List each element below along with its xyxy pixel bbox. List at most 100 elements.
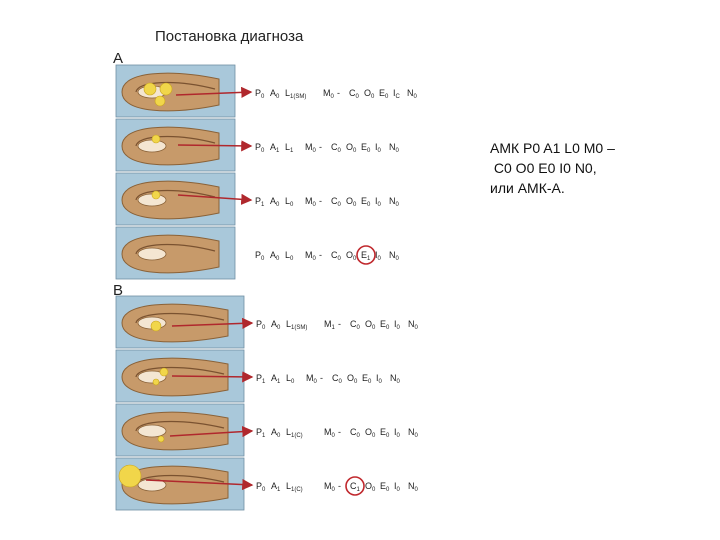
code-1-3-1: A1 <box>271 481 281 493</box>
code-0-3-1: A0 <box>270 250 280 262</box>
code-1-2-0: P1 <box>256 427 266 439</box>
code-0-2-7: E0 <box>361 196 371 208</box>
code-1-0-8: I0 <box>394 319 401 331</box>
code-0-1-1: A1 <box>270 142 280 154</box>
code-1-1-3: M0 <box>306 373 318 385</box>
code-0-1-3: M0 <box>305 142 317 154</box>
code-1-1-2: L0 <box>286 373 295 385</box>
lesion-0-2-0 <box>151 190 161 200</box>
code-0-3-9: N0 <box>389 250 400 262</box>
code-0-3-5: C0 <box>331 250 342 262</box>
code-1-1-0: P1 <box>256 373 266 385</box>
code-0-3-6: O0 <box>346 250 357 262</box>
code-0-0-6: O0 <box>364 88 375 100</box>
lesion-1-3-0 <box>118 464 142 488</box>
code-1-3-0: P0 <box>256 481 266 493</box>
code-1-0-7: E0 <box>380 319 390 331</box>
code-0-3-3: M0 <box>305 250 317 262</box>
code-0-1-7: E0 <box>361 142 371 154</box>
code-1-2-4: - <box>338 427 341 437</box>
code-0-0-5: C0 <box>349 88 360 100</box>
tissue-layer-1-2 <box>135 420 225 432</box>
circle-marker-1-3 <box>345 476 365 496</box>
note-line-3: или АМК-А. <box>490 180 565 196</box>
lesion-1-0-0 <box>150 320 162 332</box>
code-1-3-6: O0 <box>365 481 376 493</box>
code-0-3-2: L0 <box>285 250 294 262</box>
code-0-2-1: A0 <box>270 196 280 208</box>
code-0-1-0: P0 <box>255 142 265 154</box>
lesion-0-0-0 <box>143 82 157 96</box>
tissue-layer-1-1 <box>135 366 225 378</box>
arrow-0-2 <box>177 193 253 205</box>
tissue-1-2 <box>121 411 229 451</box>
arrow-1-0 <box>171 317 254 329</box>
code-0-0-3: M0 <box>323 88 335 100</box>
tissue-1-0 <box>121 303 229 343</box>
code-1-0-0: P0 <box>256 319 266 331</box>
lesion-0-1-0 <box>151 134 161 144</box>
code-1-2-6: O0 <box>365 427 376 439</box>
tissue-layer-0-0 <box>135 81 216 93</box>
tissue-layer-0-2 <box>135 189 216 201</box>
code-0-2-3: M0 <box>305 196 317 208</box>
code-0-2-5: C0 <box>331 196 342 208</box>
code-1-3-3: M0 <box>324 481 336 493</box>
lumen-1-1 <box>137 370 167 384</box>
code-1-0-3: M1 <box>324 319 336 331</box>
tissue-0-3 <box>121 234 220 274</box>
code-1-1-6: O0 <box>347 373 358 385</box>
code-0-2-9: N0 <box>389 196 400 208</box>
code-0-3-4: - <box>319 250 322 260</box>
arrow-1-3 <box>145 478 254 491</box>
code-1-3-7: E0 <box>380 481 390 493</box>
page-title: Постановка диагноза <box>155 28 304 45</box>
code-0-1-2: L1 <box>285 142 294 154</box>
lumen-1-2 <box>137 424 167 438</box>
arrow-1-2 <box>169 426 254 438</box>
arrow-0-0 <box>175 86 253 98</box>
code-1-3-4: - <box>338 481 341 491</box>
code-1-2-3: M0 <box>324 427 336 439</box>
code-0-0-0: P0 <box>255 88 265 100</box>
code-0-0-2: L1(SM) <box>285 88 306 100</box>
code-0-1-8: I0 <box>375 142 382 154</box>
code-1-3-5: C1 <box>350 481 361 493</box>
code-0-0-7: E0 <box>379 88 389 100</box>
lesion-1-2-0 <box>157 435 165 443</box>
code-0-2-2: L0 <box>285 196 294 208</box>
code-1-0-2: L1(SM) <box>286 319 307 331</box>
code-0-2-6: O0 <box>346 196 357 208</box>
lesion-1-1-0 <box>159 367 169 377</box>
lesion-0-0-1 <box>159 82 173 96</box>
code-1-2-8: I0 <box>394 427 401 439</box>
code-1-2-2: L1(C) <box>286 427 303 439</box>
arrow-1-1 <box>171 371 254 383</box>
tissue-layer-0-3 <box>135 243 216 255</box>
code-0-2-8: I0 <box>375 196 382 208</box>
lumen-1-3 <box>137 478 167 492</box>
code-1-3-9: N0 <box>408 481 419 493</box>
code-1-1-7: E0 <box>362 373 372 385</box>
tissue-layer-0-1 <box>135 135 216 147</box>
section-label-a: A <box>113 50 124 67</box>
code-0-0-9: N0 <box>407 88 418 100</box>
code-1-2-7: E0 <box>380 427 390 439</box>
code-0-2-4: - <box>319 196 322 206</box>
tissue-layer-1-0 <box>135 312 225 324</box>
code-0-3-0: P0 <box>255 250 265 262</box>
code-1-2-5: C0 <box>350 427 361 439</box>
code-0-0-8: IC <box>393 88 401 100</box>
code-1-1-1: A1 <box>271 373 281 385</box>
circle-marker-0-3 <box>356 245 376 265</box>
tissue-0-2 <box>121 180 220 220</box>
note-line-1: АМК P0 A1 L0 M0 – <box>490 140 615 156</box>
code-1-1-4: - <box>320 373 323 383</box>
code-1-1-8: I0 <box>376 373 383 385</box>
code-1-0-1: A0 <box>271 319 281 331</box>
code-1-1-9: N0 <box>390 373 401 385</box>
arrow-0-1 <box>177 140 253 152</box>
code-0-0-4: - <box>337 88 340 98</box>
code-0-0-1: A0 <box>270 88 280 100</box>
code-1-0-6: O0 <box>365 319 376 331</box>
